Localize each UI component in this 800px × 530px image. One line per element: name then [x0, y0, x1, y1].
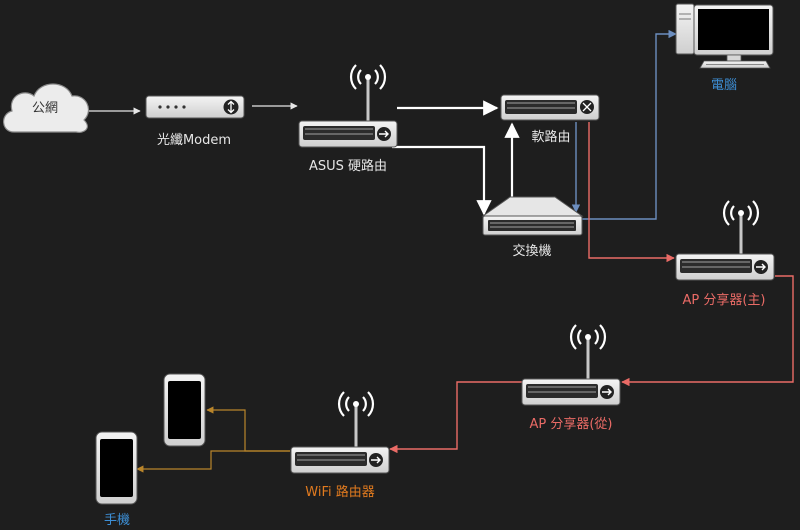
soft-router-label: 軟路由 [531, 129, 570, 145]
modem-icon [145, 95, 245, 119]
internet-label: 公網 [32, 101, 58, 116]
ap-main-router-icon [675, 200, 775, 281]
edge-wifi-phone1 [206, 406, 290, 452]
switch-label: 交換機 [512, 243, 551, 259]
smartphone-icon [163, 373, 206, 447]
edge-switch-pc [580, 29, 677, 220]
edge-wifi-phone2 [136, 450, 290, 473]
desktop-computer-icon [675, 3, 774, 69]
ap-slave-router-icon [521, 324, 621, 406]
switch-icon [481, 196, 584, 236]
asus-router-label: ASUS 硬路由 [309, 158, 387, 174]
edge-apslave-wifi [389, 381, 522, 454]
wifi-router-icon-2 [290, 391, 390, 474]
edge-apmain-apslave [621, 275, 794, 387]
ap-slave-label: AP 分享器(從) [529, 416, 612, 432]
modem-label: 光纖Modem [157, 133, 231, 148]
wifi-router-label: WiFi 路由器 [305, 484, 374, 500]
smartphone-icon-2 [95, 431, 138, 505]
router-icon [500, 94, 600, 121]
pc-label: 電腦 [711, 78, 737, 93]
ap-main-label: AP 分享器(主) [682, 292, 765, 308]
edge-asus-switch [392, 145, 492, 216]
phone-label: 手機 [104, 513, 130, 528]
labels: 公網 光纖Modem ASUS 硬路由 軟路由 交換機 電腦 AP 分享器(主)… [32, 78, 766, 528]
connections [89, 29, 794, 473]
cloud-icon [3, 83, 89, 133]
wifi-router-icon [298, 64, 398, 148]
edge-soft-apmain [588, 122, 675, 263]
